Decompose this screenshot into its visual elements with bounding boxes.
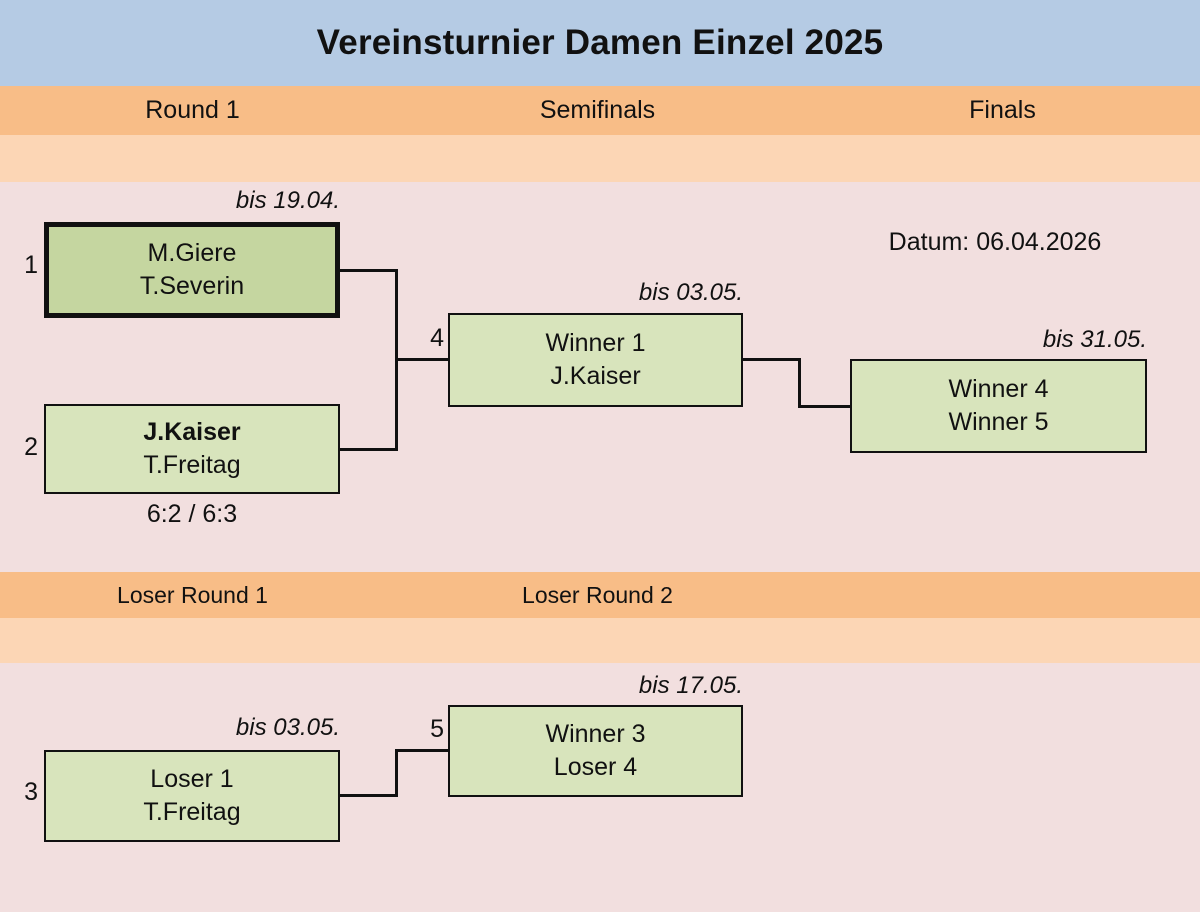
match-4-player-top: Winner 1 (545, 329, 646, 357)
match-box-final[interactable]: Winner 4 Winner 5 (850, 359, 1147, 453)
connector-into-match-4 (395, 358, 451, 361)
round-header-round-1: Round 1 (145, 96, 240, 124)
loser-subheader-band (0, 618, 1200, 663)
connector-final-vertical (798, 358, 801, 408)
round-header-semifinals: Semifinals (539, 96, 656, 124)
match-box-4[interactable]: Winner 1 J.Kaiser (448, 313, 743, 407)
connector-into-match-5 (395, 749, 451, 752)
match-1-player-top: M.Giere (147, 239, 237, 267)
loser-header-band (0, 572, 1200, 618)
score-match-2: 6:2 / 6:3 (146, 499, 238, 528)
seed-match-4: 4 (430, 323, 444, 352)
match-box-1[interactable]: M.Giere T.Severin (44, 222, 340, 318)
connector-match-1-out (340, 269, 398, 272)
match-4-player-bottom: J.Kaiser (550, 362, 641, 390)
seed-match-3: 3 (24, 777, 38, 806)
match-2-player-top: J.Kaiser (143, 418, 241, 446)
page-title: Vereinsturnier Damen Einzel 2025 (316, 23, 884, 62)
match-box-3[interactable]: Loser 1 T.Freitag (44, 750, 340, 842)
match-1-player-bottom: T.Severin (139, 272, 245, 300)
match-box-2[interactable]: J.Kaiser T.Freitag (44, 404, 340, 494)
connector-match-3-out (340, 794, 398, 797)
connector-into-final (798, 405, 853, 408)
round-subheader-band (0, 135, 1200, 182)
title-band (0, 0, 1200, 86)
loser-header-round-2: Loser Round 2 (522, 581, 673, 608)
connector-loser-vertical (395, 749, 398, 797)
seed-match-5: 5 (430, 714, 444, 743)
connector-match-4-out (743, 358, 801, 361)
due-date-match-5: bis 17.05. (638, 672, 743, 699)
seed-match-2: 2 (24, 432, 38, 461)
connector-match-2-out (340, 448, 398, 451)
match-final-player-bottom: Winner 5 (948, 408, 1049, 436)
match-5-player-top: Winner 3 (545, 720, 646, 748)
match-box-5[interactable]: Winner 3 Loser 4 (448, 705, 743, 797)
round-header-finals: Finals (969, 96, 1036, 124)
match-3-player-bottom: T.Freitag (143, 798, 241, 826)
final-date-label: Datum: 06.04.2026 (888, 227, 1102, 256)
due-date-match-4: bis 03.05. (638, 279, 743, 306)
match-final-player-top: Winner 4 (948, 375, 1049, 403)
seed-match-1: 1 (24, 250, 38, 279)
due-date-match-final: bis 31.05. (1042, 326, 1147, 353)
round-header-band (0, 86, 1200, 135)
match-2-player-bottom: T.Freitag (143, 451, 241, 479)
match-3-player-top: Loser 1 (150, 765, 234, 793)
due-date-match-1: bis 19.04. (235, 187, 340, 214)
match-5-player-bottom: Loser 4 (553, 753, 638, 781)
due-date-match-3: bis 03.05. (235, 714, 340, 741)
loser-header-round-1: Loser Round 1 (117, 581, 268, 608)
